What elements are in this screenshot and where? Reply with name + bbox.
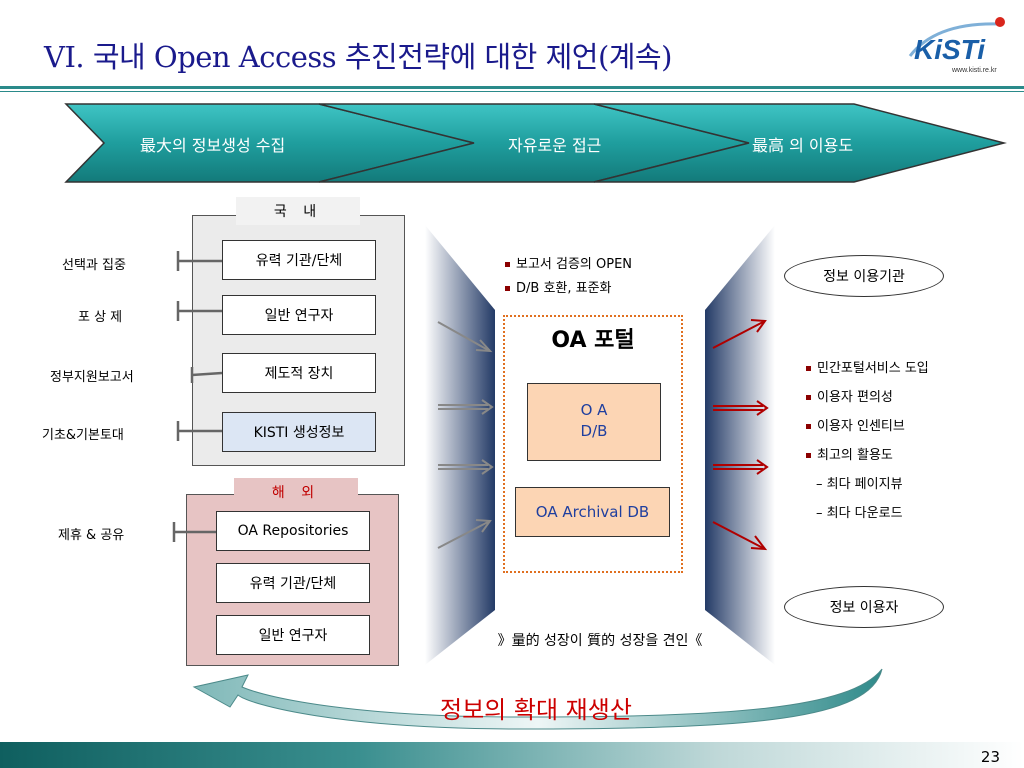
portal-bullet-text: 보고서 검증의 OPEN [516,257,633,272]
right-bullets: 민간포털서비스 도입 이용자 편의성 이용자 인센티브 최고의 활용도 – 최다… [806,354,929,528]
overseas-box-repositories: OA Repositories [216,511,370,551]
logo-url: www.kisti.re.kr [951,67,997,74]
right-bullet-text: 최고의 활용도 [817,448,893,463]
strategy-banner [64,103,1007,183]
title-rule [0,86,1024,89]
portal-bullet-text: D/B 호환, 표준화 [516,281,612,296]
portal-bullets: 보고서 검증의 OPEN D/B 호환, 표준화 [505,253,632,301]
domestic-box-institutions: 유력 기관/단체 [222,240,376,280]
overseas-box-institutions: 유력 기관/단체 [216,563,370,603]
banner-label-collect: 最大의 정보생성 수집 [140,136,286,155]
portal-bullet-item: D/B 호환, 표준화 [505,277,632,301]
overseas-box-researchers: 일반 연구자 [216,615,370,655]
logo-text: KiSTi [914,34,986,65]
banner-label-access: 자유로운 접근 [508,136,602,155]
overseas-connector [172,522,216,542]
oa-portal-title: OA 포털 [551,328,635,353]
overseas-header: 해 외 [234,478,358,506]
banner-label-usage: 最高 의 이용도 [752,136,854,155]
bullet-icon [806,366,811,371]
oa-db-line2: D/B [580,422,608,440]
oval-info-institution: 정보 이용기관 [784,255,944,297]
portal-bullet-item: 보고서 검증의 OPEN [505,253,632,277]
bullet-icon [505,286,510,291]
bullet-icon [806,424,811,429]
bullet-icon [505,262,510,267]
oa-portal-frame [503,315,683,573]
title-rule-thin [0,91,1024,92]
right-bullet-item: 이용자 편의성 [806,383,929,412]
side-label-reward: 포 상 제 [78,310,123,325]
kisti-logo: KiSTi www.kisti.re.kr [908,17,1005,74]
footer-bar [0,742,1024,768]
right-bullet-item: 최고의 활용도 [806,441,929,470]
slide-title: VI. 국내 Open Access 추진전략에 대한 제언(계속) [44,40,672,74]
domestic-box-researchers: 일반 연구자 [222,295,376,335]
domestic-box-kisti: KISTI 생성정보 [222,412,376,452]
funnel-right-wall [705,225,775,665]
side-label-partnership: 제휴 & 공유 [58,528,125,543]
right-bullet-item: 민간포털서비스 도입 [806,354,929,383]
right-bullet-text: 이용자 인센티브 [817,419,905,434]
cycle-arrow [192,668,883,730]
oval-info-user: 정보 이용자 [784,586,944,628]
oa-db-line1: O A [580,401,608,419]
banner-step-3 [593,103,1007,183]
output-arrows [712,319,769,551]
domestic-connectors [176,251,223,441]
page-number: 23 [980,748,1000,766]
side-label-foundation: 기초&기본토대 [42,428,124,443]
bullet-icon [806,395,811,400]
right-bullet-item: 이용자 인센티브 [806,412,929,441]
right-bullet-text: 이용자 편의성 [817,390,893,405]
side-label-selection: 선택과 집중 [62,258,126,273]
growth-caption: 》量的 성장이 質的 성장을 견인《 [497,633,703,649]
bullet-icon [806,453,811,458]
right-sub-item: – 최다 페이지뷰 [816,477,903,492]
input-arrows [437,321,494,549]
cycle-label: 정보의 확대 재생산 [440,696,632,724]
oa-archival-db-box: OA Archival DB [515,487,670,537]
right-sub-item: – 최다 다운로드 [816,506,903,521]
domestic-box-institutional: 제도적 장치 [222,353,376,393]
right-bullet-text: 민간포털서비스 도입 [817,361,929,376]
funnel-shape [425,225,775,665]
side-label-gov-report: 정부지원보고서 [50,370,134,385]
funnel-left-wall [425,225,495,665]
oa-db-box: O A D/B [527,383,661,461]
domestic-header: 국 내 [236,197,360,225]
